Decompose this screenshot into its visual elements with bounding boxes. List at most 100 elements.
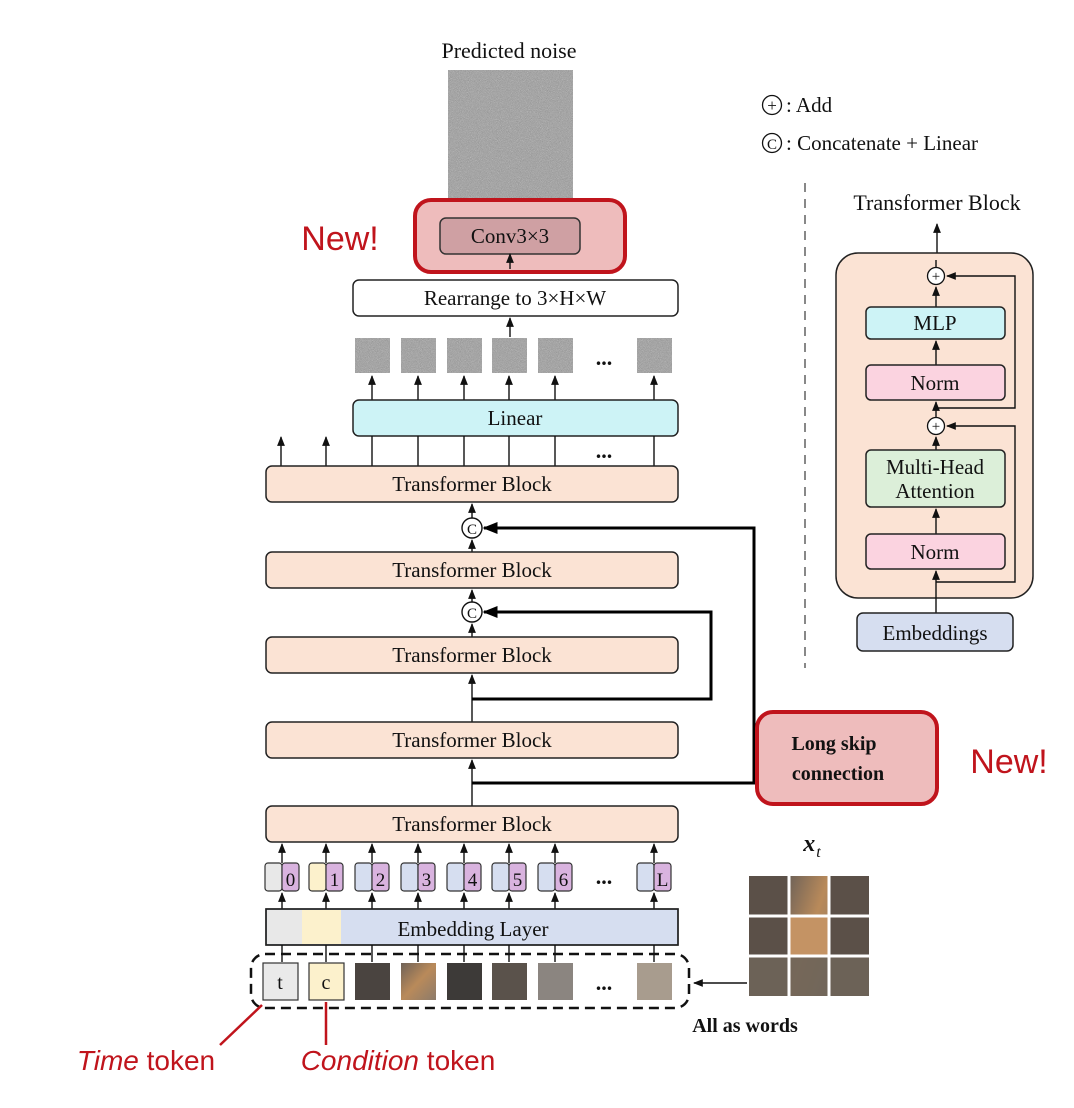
inset-norm-bottom-box [865, 533, 1006, 570]
time-token-letter: t [277, 972, 283, 994]
concat-icon-middle [461, 601, 483, 623]
concat-symbol-legend: C [767, 137, 777, 153]
concat-symbol-middle: C [467, 606, 477, 622]
all-as-words-label: All as words [692, 1015, 798, 1037]
transformer-block-1-label: Transformer Block [392, 812, 552, 836]
xt-label: xt [802, 831, 821, 861]
concat-symbol-top: C [467, 522, 477, 538]
transformer-block-3-label: Transformer Block [392, 643, 552, 667]
embedding-time-segment [267, 910, 302, 944]
token-position-number: 3 [422, 870, 432, 891]
time-token-box [262, 962, 299, 1001]
token-position-part [508, 862, 527, 892]
time-token-label: Time token [77, 1045, 215, 1076]
inset-norm-top-box [865, 364, 1006, 401]
inset-norm-bottom-label: Norm [911, 540, 960, 564]
token-position-part [554, 862, 573, 892]
token-position-number: 5 [513, 870, 523, 891]
token-position-number: 1 [330, 870, 340, 891]
token-position-number: 6 [559, 870, 569, 891]
token-position-number: 0 [286, 870, 296, 891]
long-skip-label-line1: Long skip [791, 733, 876, 755]
token-embedding-part [491, 862, 510, 892]
output-patches [355, 338, 672, 373]
inset-mha-label-line2: Attention [895, 479, 975, 503]
predicted-noise-label: Predicted noise [441, 38, 576, 63]
token-position-part [281, 862, 300, 892]
token-tag: L [636, 843, 672, 909]
add-symbol-middle: + [932, 419, 940, 435]
token-position-number: 4 [468, 870, 478, 891]
new-label-top: New! [301, 220, 378, 258]
token-tag: 3 [400, 843, 436, 909]
inset-title: Transformer Block [853, 190, 1020, 215]
linear-box [352, 399, 679, 437]
linear-ellipsis: ... [596, 438, 613, 463]
token-embedding-part [537, 862, 556, 892]
transformer-block-2 [265, 721, 679, 759]
token-embedding-part [308, 862, 327, 892]
tb1-to-linear-lines [277, 436, 655, 466]
token-tag: 4 [446, 843, 482, 909]
token-tag: 1 [308, 843, 344, 909]
token-position-part [371, 862, 390, 892]
transformer-block-4 [265, 551, 679, 589]
token-embedding-part [636, 862, 655, 892]
condition-token-box [308, 962, 345, 1001]
input-ellipsis: ... [596, 970, 613, 995]
inset-embeddings-box [856, 612, 1014, 652]
rearrange-box [352, 279, 679, 317]
token-tags: 0 1 2 3 4 5 6 L [264, 843, 672, 909]
token-tag: 5 [491, 843, 527, 909]
token-position-number: L [657, 870, 669, 891]
residual-attention [936, 422, 1016, 583]
add-legend-text: : Add [786, 93, 833, 117]
transformer-block-3 [265, 636, 679, 674]
long-skip-label-line2: connection [792, 763, 884, 785]
add-symbol-top: + [932, 269, 940, 285]
add-icon-middle [926, 416, 946, 436]
embedding-layer-label: Embedding Layer [397, 917, 548, 941]
token-position-part [325, 862, 344, 892]
patches-ellipsis: ... [596, 345, 613, 370]
tokens-ellipsis: ... [596, 864, 613, 889]
rearrange-label: Rearrange to 3×H×W [424, 286, 606, 310]
inset-norm-top-label: Norm [911, 371, 960, 395]
concat-icon-legend [761, 132, 783, 154]
conv3x3-label: Conv3×3 [471, 224, 549, 248]
token-position-part [463, 862, 482, 892]
new-label-right: New! [970, 743, 1047, 781]
token-embedding-part [354, 862, 373, 892]
inset-mlp-label: MLP [913, 311, 956, 335]
long-skip-highlight [755, 710, 939, 806]
add-symbol-legend: + [767, 96, 777, 115]
inset-embeddings-label: Embeddings [883, 621, 988, 645]
predicted-noise-image [448, 70, 573, 218]
token-position-number: 2 [376, 870, 386, 891]
token-embedding-part [446, 862, 465, 892]
image-patch-tokens [355, 963, 672, 1000]
condition-token-label: Condition token [301, 1045, 496, 1076]
concat-legend-text: : Concatenate + Linear [786, 131, 978, 155]
inset-mlp-box [865, 306, 1006, 340]
long-skip-inner [472, 606, 713, 701]
transformer-block-2-label: Transformer Block [392, 728, 552, 752]
condition-token-letter: c [322, 972, 331, 994]
token-tag: 6 [537, 843, 573, 909]
token-embedding-part [264, 862, 283, 892]
embedding-layer-border [265, 908, 679, 946]
add-icon-legend [761, 94, 783, 116]
transformer-block-4-label: Transformer Block [392, 558, 552, 582]
token-position-part [417, 862, 436, 892]
inset-mha-box [865, 449, 1006, 508]
residual-mlp [936, 272, 1016, 409]
concat-icon-top [461, 517, 483, 539]
add-icon-top [926, 266, 946, 286]
linear-label: Linear [488, 406, 543, 430]
linear-to-patches-arrows [368, 375, 658, 400]
time-token-pointer [219, 1004, 263, 1046]
token-tag: 2 [354, 843, 390, 909]
token-embedding-part [400, 862, 419, 892]
transformer-block-5-label: Transformer Block [392, 472, 552, 496]
